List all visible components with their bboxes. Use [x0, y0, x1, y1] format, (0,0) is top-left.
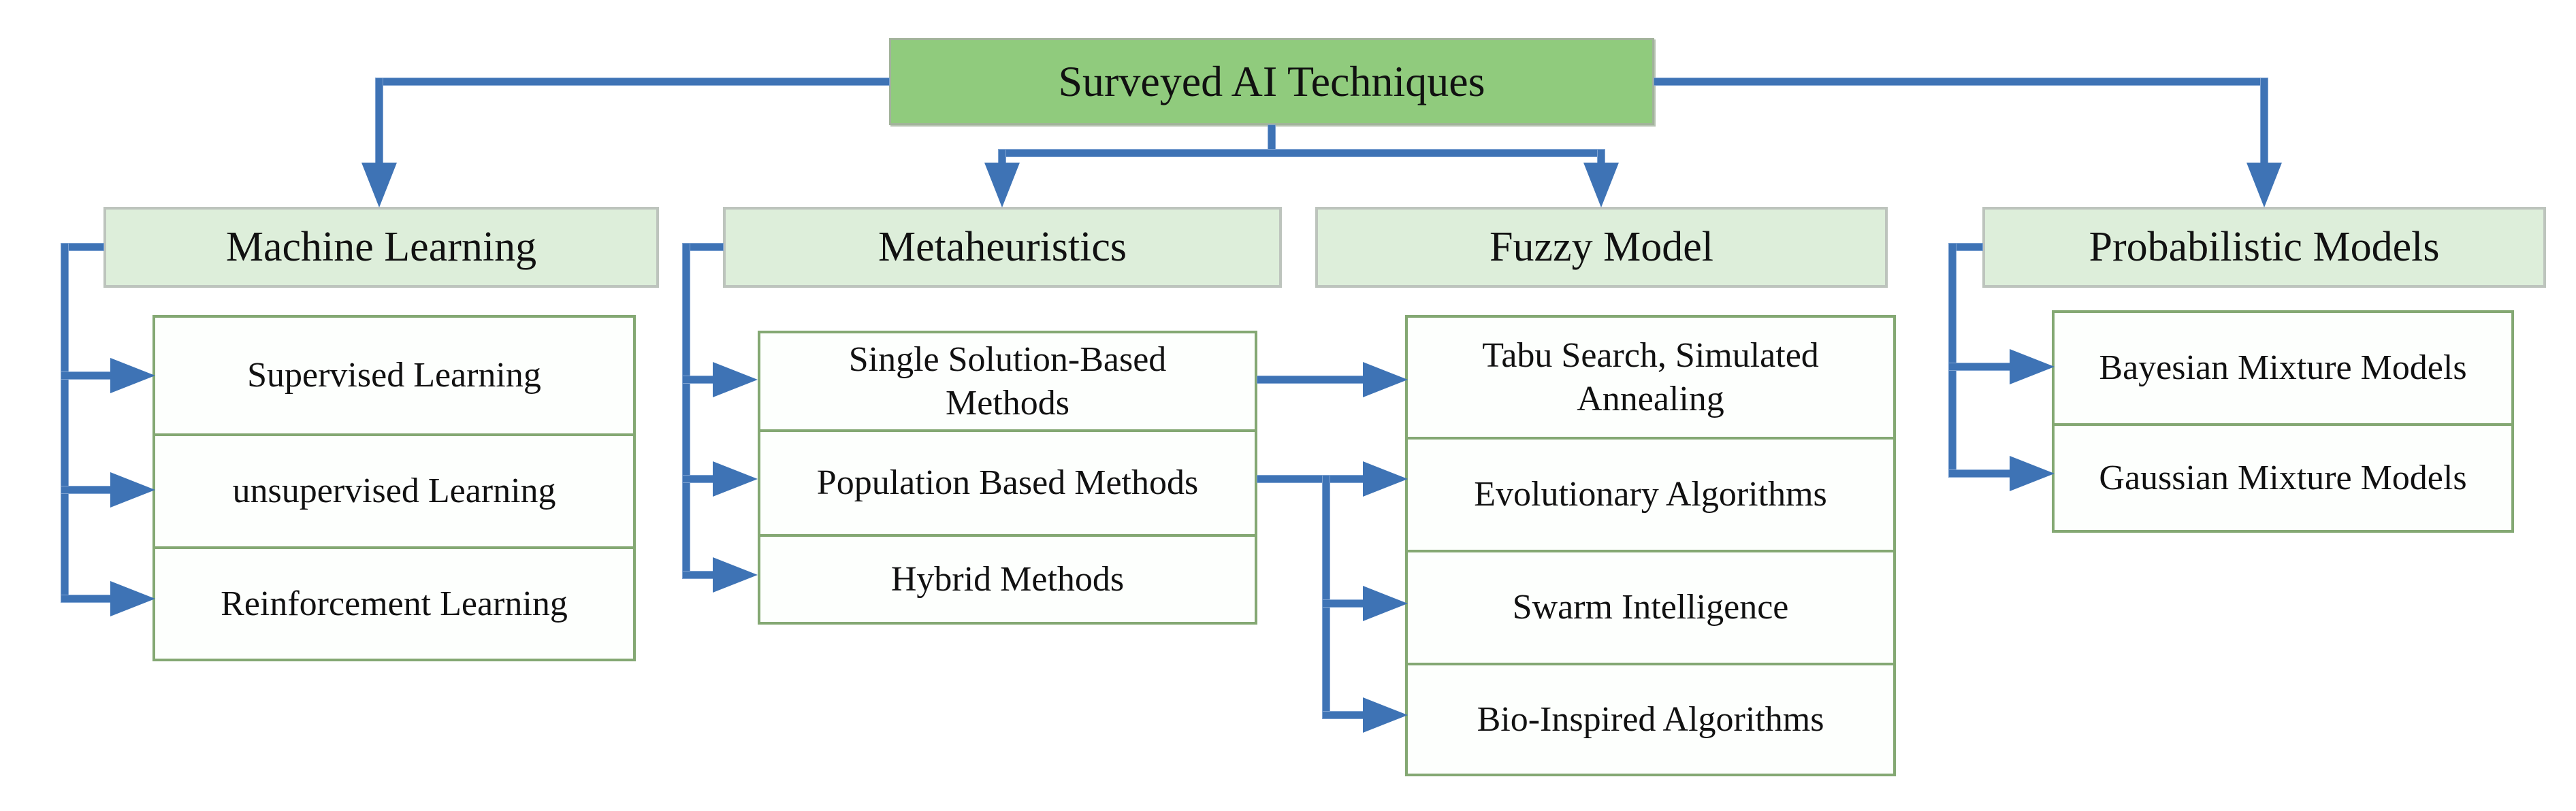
meta-stub-3 [683, 572, 715, 578]
meta-bracket-vline [683, 244, 690, 578]
arrowhead-right-single-solution-icon [713, 362, 758, 397]
arrowhead-right-supervised-icon [110, 358, 155, 393]
node-bio-inspired-algorithms: Bio-Inspired Algorithms [1408, 663, 1893, 774]
arrowhead-down-prob-icon [2247, 163, 2282, 208]
connector-root-to-ml-hline [379, 78, 889, 85]
connector-root-bottom-stub [1268, 125, 1275, 153]
header-metaheuristics: Metaheuristics [723, 207, 1282, 288]
node-supervised-learning: Supervised Learning [247, 356, 541, 395]
root-node-label: Surveyed AI Techniques [1058, 57, 1485, 105]
prob-stub-2 [1949, 470, 2012, 477]
node-gaussian-mixture-models: Gaussian Mixture Models [2055, 423, 2511, 530]
meta-bracket-hline [683, 244, 723, 250]
root-node: Surveyed AI Techniques [889, 38, 1654, 125]
arrowhead-right-hybrid-icon [713, 557, 758, 593]
population-to-evolutionary-hline [1257, 476, 1366, 482]
population-branch-vline [1323, 476, 1330, 718]
node-tabu-search-simulated-annealing: Tabu Search, Simulated Annealing [1482, 336, 1819, 418]
arrowhead-right-swarm-icon [1363, 586, 1408, 621]
node-unsupervised-learning: unsupervised Learning [155, 433, 633, 546]
connector-root-to-prob-vline [2261, 78, 2268, 165]
header-machine-learning: Machine Learning [103, 207, 659, 288]
arrowhead-right-tabu-icon [1363, 362, 1408, 397]
arrowhead-right-gaussian-icon [2010, 456, 2055, 491]
metaheuristics-children: Single Solution-Based Methods Population… [758, 331, 1257, 625]
header-fuzzy-model-label: Fuzzy Model [1490, 224, 1713, 270]
ml-bracket-hline [61, 244, 103, 250]
header-machine-learning-label: Machine Learning [225, 224, 537, 270]
arrowhead-right-population-icon [713, 461, 758, 497]
prob-bracket-hline [1949, 244, 1982, 250]
prob-stub-1 [1949, 363, 2012, 370]
ml-bracket-vline [61, 244, 68, 602]
ml-stub-3 [61, 595, 114, 602]
prob-bracket-vline [1949, 244, 1956, 477]
branch-to-swarm-hline [1323, 600, 1366, 607]
arrowhead-right-evolutionary-icon [1363, 461, 1408, 497]
arrowhead-right-bio-icon [1363, 697, 1408, 733]
connector-split-to-fuzzy-vline [1598, 150, 1605, 166]
branch-to-bio-hline [1323, 712, 1366, 718]
connector-root-to-ml-vline [376, 78, 383, 165]
arrowhead-down-ml-icon [361, 163, 397, 208]
node-bayesian-mixture-models: Bayesian Mixture Models [2099, 348, 2467, 388]
arrowhead-down-meta-icon [984, 163, 1020, 208]
arrowhead-right-unsupervised-icon [110, 472, 155, 508]
fuzzy-column-children: Tabu Search, Simulated Annealing Evoluti… [1405, 315, 1896, 776]
node-population-based-methods: Population Based Methods [760, 429, 1255, 534]
machine-learning-children: Supervised Learning unsupervised Learnin… [152, 315, 636, 661]
header-probabilistic-models-label: Probabilistic Models [2089, 224, 2440, 270]
header-probabilistic-models: Probabilistic Models [1982, 207, 2546, 288]
arrowhead-right-reinforcement-icon [110, 581, 155, 616]
connector-root-split-hline [999, 150, 1605, 156]
node-hybrid-methods: Hybrid Methods [760, 534, 1255, 622]
ml-stub-2 [61, 486, 114, 493]
node-reinforcement-learning: Reinforcement Learning [155, 546, 633, 659]
arrowhead-down-fuzzy-icon [1583, 163, 1619, 208]
connector-split-to-meta-vline [999, 150, 1005, 166]
connector-root-to-prob-hline [1654, 78, 2268, 85]
ml-stub-1 [61, 372, 114, 379]
header-fuzzy-model: Fuzzy Model [1315, 207, 1888, 288]
probabilistic-children: Bayesian Mixture Models Gaussian Mixture… [2052, 310, 2514, 533]
arrowhead-right-bayesian-icon [2010, 349, 2055, 384]
meta-stub-1 [683, 376, 715, 383]
node-swarm-intelligence: Swarm Intelligence [1408, 550, 1893, 663]
node-single-solution-based-methods: Single Solution-Based Methods [848, 340, 1167, 423]
header-metaheuristics-label: Metaheuristics [878, 224, 1127, 270]
single-to-tabu-hline [1257, 376, 1366, 383]
meta-stub-2 [683, 476, 715, 482]
node-evolutionary-algorithms: Evolutionary Algorithms [1408, 437, 1893, 550]
